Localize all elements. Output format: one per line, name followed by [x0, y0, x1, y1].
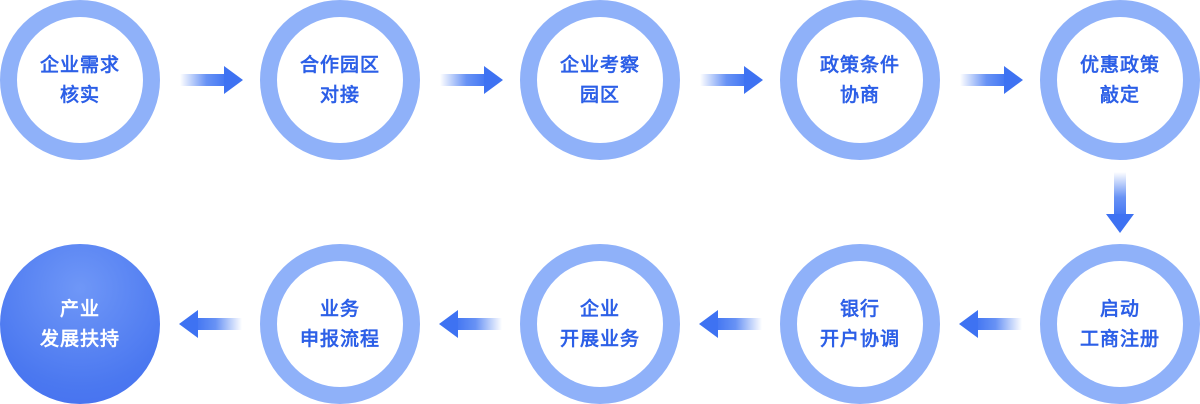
arrow-left-icon [699, 310, 762, 338]
arrow-right-icon [960, 66, 1023, 94]
step-label-line-2: 协商 [839, 84, 880, 106]
arrow-left-icon [959, 310, 1022, 338]
step-label-line-1: 优惠政策 [1079, 54, 1160, 76]
step-label-line-1: 企业 [579, 298, 620, 320]
step-label-line-1: 业务 [319, 298, 360, 320]
step-label-line-1: 合作园区 [299, 54, 380, 76]
arrow-left-icon [179, 310, 242, 338]
step-label-line-2: 核实 [59, 84, 100, 106]
step-business-registration: 启动 工商注册 [1040, 244, 1200, 404]
step-label-line-1: 启动 [1099, 298, 1140, 320]
step-label-line-2: 园区 [579, 84, 620, 106]
step-park-inspection: 企业考察 园区 [520, 0, 680, 160]
step-industry-development-support: 产业 发展扶持 [0, 244, 160, 404]
step-label-line-2: 工商注册 [1079, 328, 1160, 350]
step-label-line-2: 对接 [319, 84, 360, 106]
step-label-line-1: 银行 [839, 298, 880, 320]
step-label-line-2: 申报流程 [299, 328, 380, 350]
step-bank-account-coordination: 银行 开户协调 [780, 244, 940, 404]
step-enterprise-demand-verification: 企业需求 核实 [0, 0, 160, 160]
step-label-line-2: 开户协调 [819, 328, 900, 350]
step-label-line-2: 发展扶持 [39, 328, 120, 350]
step-start-business: 企业 开展业务 [520, 244, 680, 404]
arrow-left-icon [439, 310, 502, 338]
step-label-line-1: 企业需求 [39, 54, 120, 76]
step-park-matching: 合作园区 对接 [260, 0, 420, 160]
arrow-right-icon [700, 66, 763, 94]
step-label-line-2: 开展业务 [559, 328, 640, 350]
arrow-right-icon [180, 66, 243, 94]
step-label-line-1: 企业考察 [559, 54, 640, 76]
arrow-down-icon [1106, 172, 1134, 233]
step-label-line-1: 产业 [59, 298, 100, 320]
arrow-right-icon [440, 66, 503, 94]
step-preferential-policy-finalized: 优惠政策 敲定 [1040, 0, 1200, 160]
step-business-application-process: 业务 申报流程 [260, 244, 420, 404]
step-policy-negotiation: 政策条件 协商 [780, 0, 940, 160]
step-label-line-2: 敲定 [1099, 84, 1140, 106]
step-label-line-1: 政策条件 [819, 54, 900, 76]
